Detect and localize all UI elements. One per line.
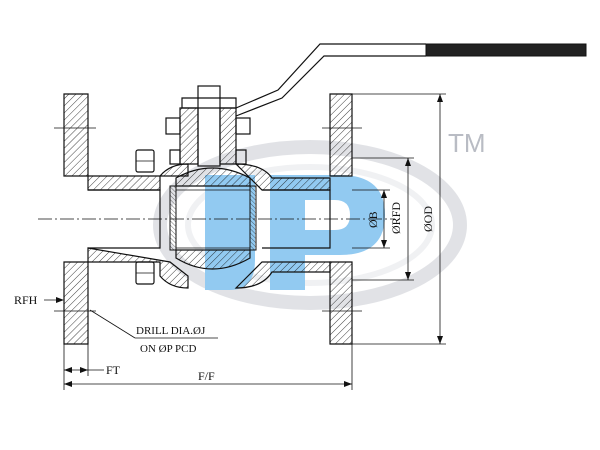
phi-b-label: ØB xyxy=(366,211,380,228)
dimension-rfh xyxy=(44,292,65,308)
right-flange xyxy=(322,93,362,345)
trademark-mark: TM xyxy=(448,128,486,158)
drill-callout xyxy=(89,309,218,339)
dimension-b xyxy=(352,189,390,249)
dimension-rfd xyxy=(352,157,414,281)
ff-label: F/F xyxy=(198,369,215,383)
valve-body xyxy=(87,163,331,289)
dimension-od xyxy=(352,93,446,345)
phi-rfd-label: ØRFD xyxy=(389,202,403,234)
dimension-ft xyxy=(63,344,104,390)
drill-label-line2: ON ØP PCD xyxy=(140,343,196,355)
rfh-label: RFH xyxy=(14,293,38,307)
ft-label: FT xyxy=(106,363,121,377)
drill-label-line1: DRILL DIA.ØJ xyxy=(136,325,206,337)
valve-ball xyxy=(169,167,257,270)
valve-stem xyxy=(165,85,251,167)
phi-od-label: ØOD xyxy=(421,206,435,232)
handle-lever[interactable] xyxy=(235,43,587,117)
body-bolts xyxy=(135,149,155,285)
dimension-ff xyxy=(64,344,353,390)
